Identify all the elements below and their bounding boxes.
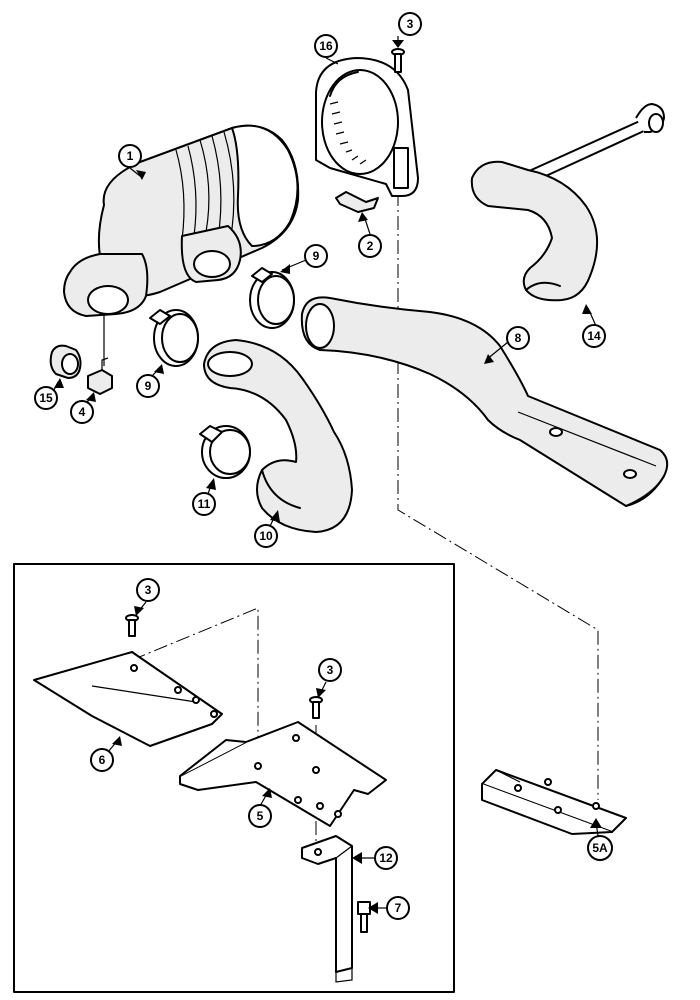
callout-1: 1	[118, 144, 142, 168]
callout-9-upper: 9	[304, 244, 328, 268]
callout-11: 11	[192, 492, 216, 516]
hose-clamp-9-upper	[249, 267, 295, 329]
bolt-3-top	[391, 48, 405, 73]
callout-3-inset-right: 3	[318, 658, 342, 682]
cap-15	[49, 344, 82, 379]
plate-6	[33, 651, 223, 747]
hose-clamp-11	[199, 425, 251, 479]
callout-16-label: 16	[319, 39, 333, 53]
callout-10: 10	[254, 524, 278, 548]
fitting-4	[87, 314, 113, 395]
callout-2-label: 2	[367, 239, 374, 253]
callout-9-upper-label: 9	[313, 249, 320, 263]
bolt-3-inset-right	[309, 696, 323, 719]
callout-16: 16	[314, 34, 338, 58]
callout-14: 14	[582, 324, 606, 348]
pipe-14	[470, 103, 665, 302]
callout-5-label: 5	[257, 809, 264, 823]
callout-3-top-label: 3	[407, 17, 414, 31]
callout-7: 7	[386, 896, 410, 920]
callout-9-lower-label: 9	[145, 379, 152, 393]
callout-2: 2	[358, 234, 382, 258]
callout-4-label: 4	[79, 405, 86, 419]
callout-6-label: 6	[99, 753, 106, 767]
callout-7-label: 7	[395, 901, 402, 915]
callout-12-label: 12	[379, 851, 393, 865]
callout-14-label: 14	[587, 329, 601, 343]
callout-15-label: 15	[39, 391, 53, 405]
callout-5a-label: 5A	[592, 841, 608, 855]
callout-10-label: 10	[259, 529, 273, 543]
hose-clamp-9-lower	[149, 309, 199, 367]
hose-10	[203, 339, 353, 533]
callout-12: 12	[374, 846, 398, 870]
callout-11-label: 11	[198, 497, 211, 511]
bracket-12	[301, 835, 353, 983]
tube-8	[300, 296, 669, 507]
callout-8: 8	[506, 326, 530, 350]
clamp-16	[315, 57, 419, 197]
callout-8-label: 8	[515, 331, 522, 345]
plate-5	[179, 721, 387, 827]
callout-9-lower: 9	[136, 374, 160, 398]
leader-lines	[51, 36, 602, 914]
callout-15: 15	[34, 386, 58, 410]
callout-3-inset-left: 3	[136, 578, 160, 602]
inset-frame	[13, 563, 455, 993]
clip-2	[335, 191, 379, 213]
callout-5: 5	[248, 804, 272, 828]
callout-4: 4	[70, 400, 94, 424]
bracket-5a	[481, 769, 627, 835]
bolt-3-inset-left	[125, 614, 139, 637]
callout-5a: 5A	[587, 835, 613, 861]
bolt-7	[357, 901, 371, 933]
air-cleaner-assembly	[63, 124, 300, 317]
callout-6: 6	[90, 748, 114, 772]
callout-3-inset-left-label: 3	[145, 583, 152, 597]
callout-1-label: 1	[127, 149, 134, 163]
callout-3-inset-right-label: 3	[327, 663, 334, 677]
callout-3-top: 3	[398, 12, 422, 36]
